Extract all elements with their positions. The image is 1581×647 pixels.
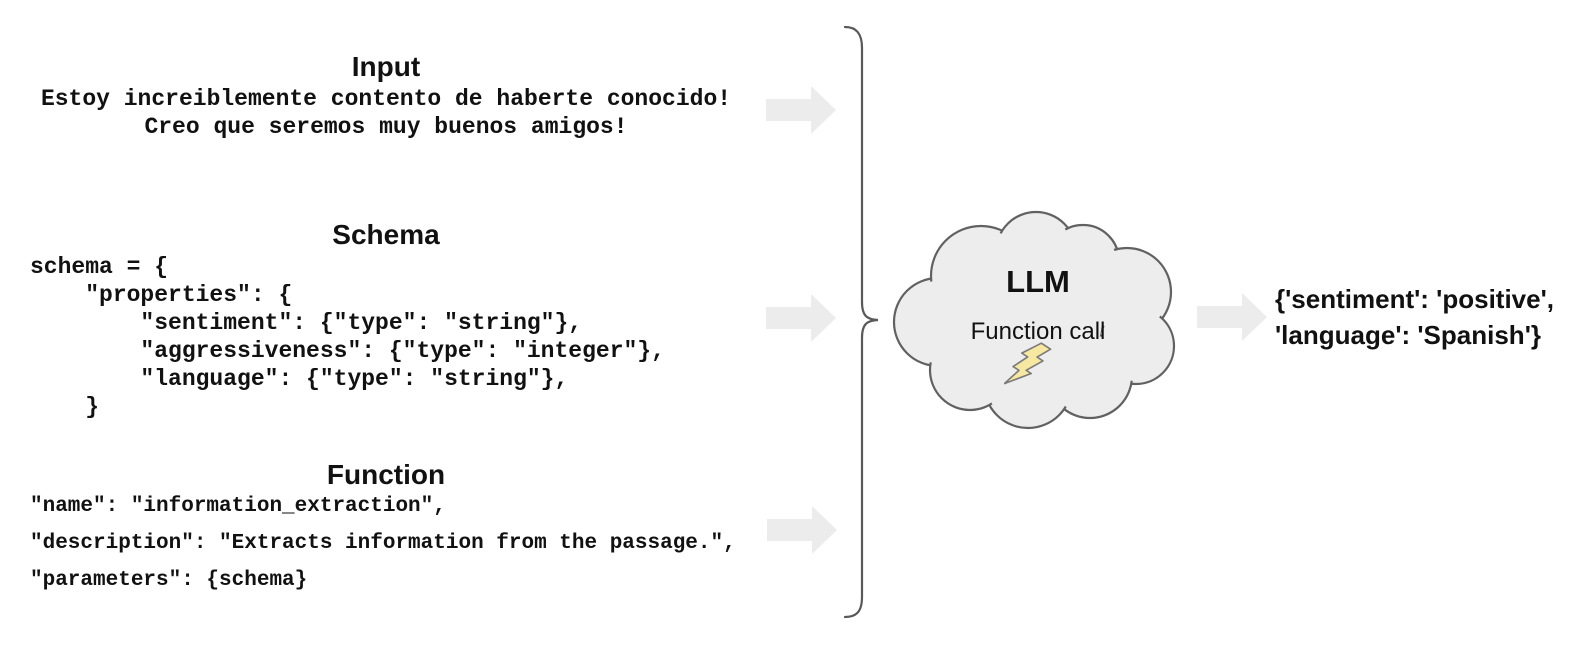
output-line-1: {'sentiment': 'positive', (1275, 284, 1555, 314)
llm-label: LLM (1006, 264, 1070, 299)
function-section-title: Function (326, 459, 446, 490)
llm-cloud: LLM Function call (878, 204, 1178, 434)
schema-section-title: Schema (332, 219, 440, 250)
function-call-label: Function call (970, 318, 1106, 345)
lightning-bolt-icon (1004, 342, 1052, 385)
input-section-title: Input (351, 51, 421, 82)
input-arrow-right-icon (766, 86, 836, 134)
function-code: "name": "information_extraction", "descr… (30, 495, 736, 592)
output-line-2: 'language': 'Spanish'} (1275, 320, 1541, 350)
cloud-shape (892, 210, 1176, 430)
curly-brace (843, 25, 879, 619)
input-text: Estoy increiblemente contento de haberte… (40, 86, 732, 140)
schema-code: schema = { "properties": { "sentiment": … (30, 254, 665, 420)
function-arrow-right-icon (767, 506, 837, 554)
output-arrow-right-icon (1197, 293, 1267, 341)
output-result: {'sentiment': 'positive', 'language': 'S… (1275, 281, 1554, 353)
schema-arrow-right-icon (766, 294, 836, 342)
